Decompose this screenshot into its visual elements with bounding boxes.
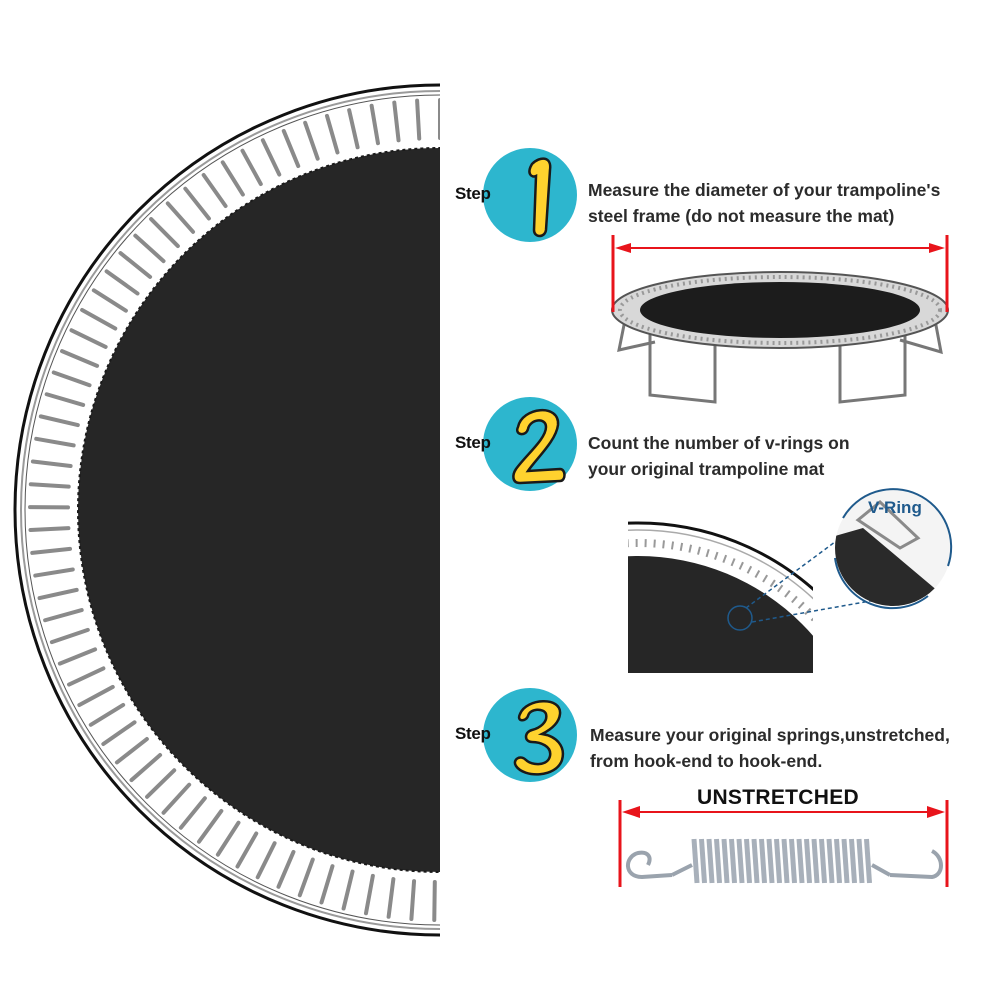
step-1-badge: Step [455, 148, 577, 244]
spring-icon [618, 800, 949, 887]
v-ring-closeup-icon [628, 488, 953, 673]
step-3-line-2: from hook-end to hook-end. [590, 751, 823, 771]
step-word: Step [455, 724, 491, 743]
step-3-badge: Step [455, 688, 577, 784]
step-2-line-2: your original trampoline mat [588, 459, 825, 479]
step-2-line-1: Count the number of v-rings on [588, 433, 850, 453]
numeral-1-icon [528, 157, 552, 238]
step-word: Step [455, 433, 491, 452]
v-ring-label: V-Ring [868, 498, 922, 517]
numeral-3-icon [513, 700, 565, 776]
trampoline-mat-half-view-icon [13, 83, 440, 937]
step-circle [483, 148, 577, 242]
step-2-instruction: Count the number of v-rings on your orig… [588, 430, 850, 482]
numeral-2-icon [512, 408, 566, 485]
step-1-line-2: steel frame (do not measure the mat) [588, 206, 895, 226]
unstretched-label: UNSTRETCHED [697, 786, 859, 809]
step-2-badge: Step [455, 397, 577, 493]
step-1-instruction: Measure the diameter of your trampoline'… [588, 177, 940, 229]
trampoline-diameter-icon [611, 235, 949, 404]
step-word: Step [455, 184, 491, 203]
step-3-line-1: Measure your original springs,unstretche… [590, 725, 950, 745]
step-1-line-1: Measure the diameter of your trampoline'… [588, 180, 941, 200]
step-3-instruction: Measure your original springs,unstretche… [590, 722, 950, 774]
